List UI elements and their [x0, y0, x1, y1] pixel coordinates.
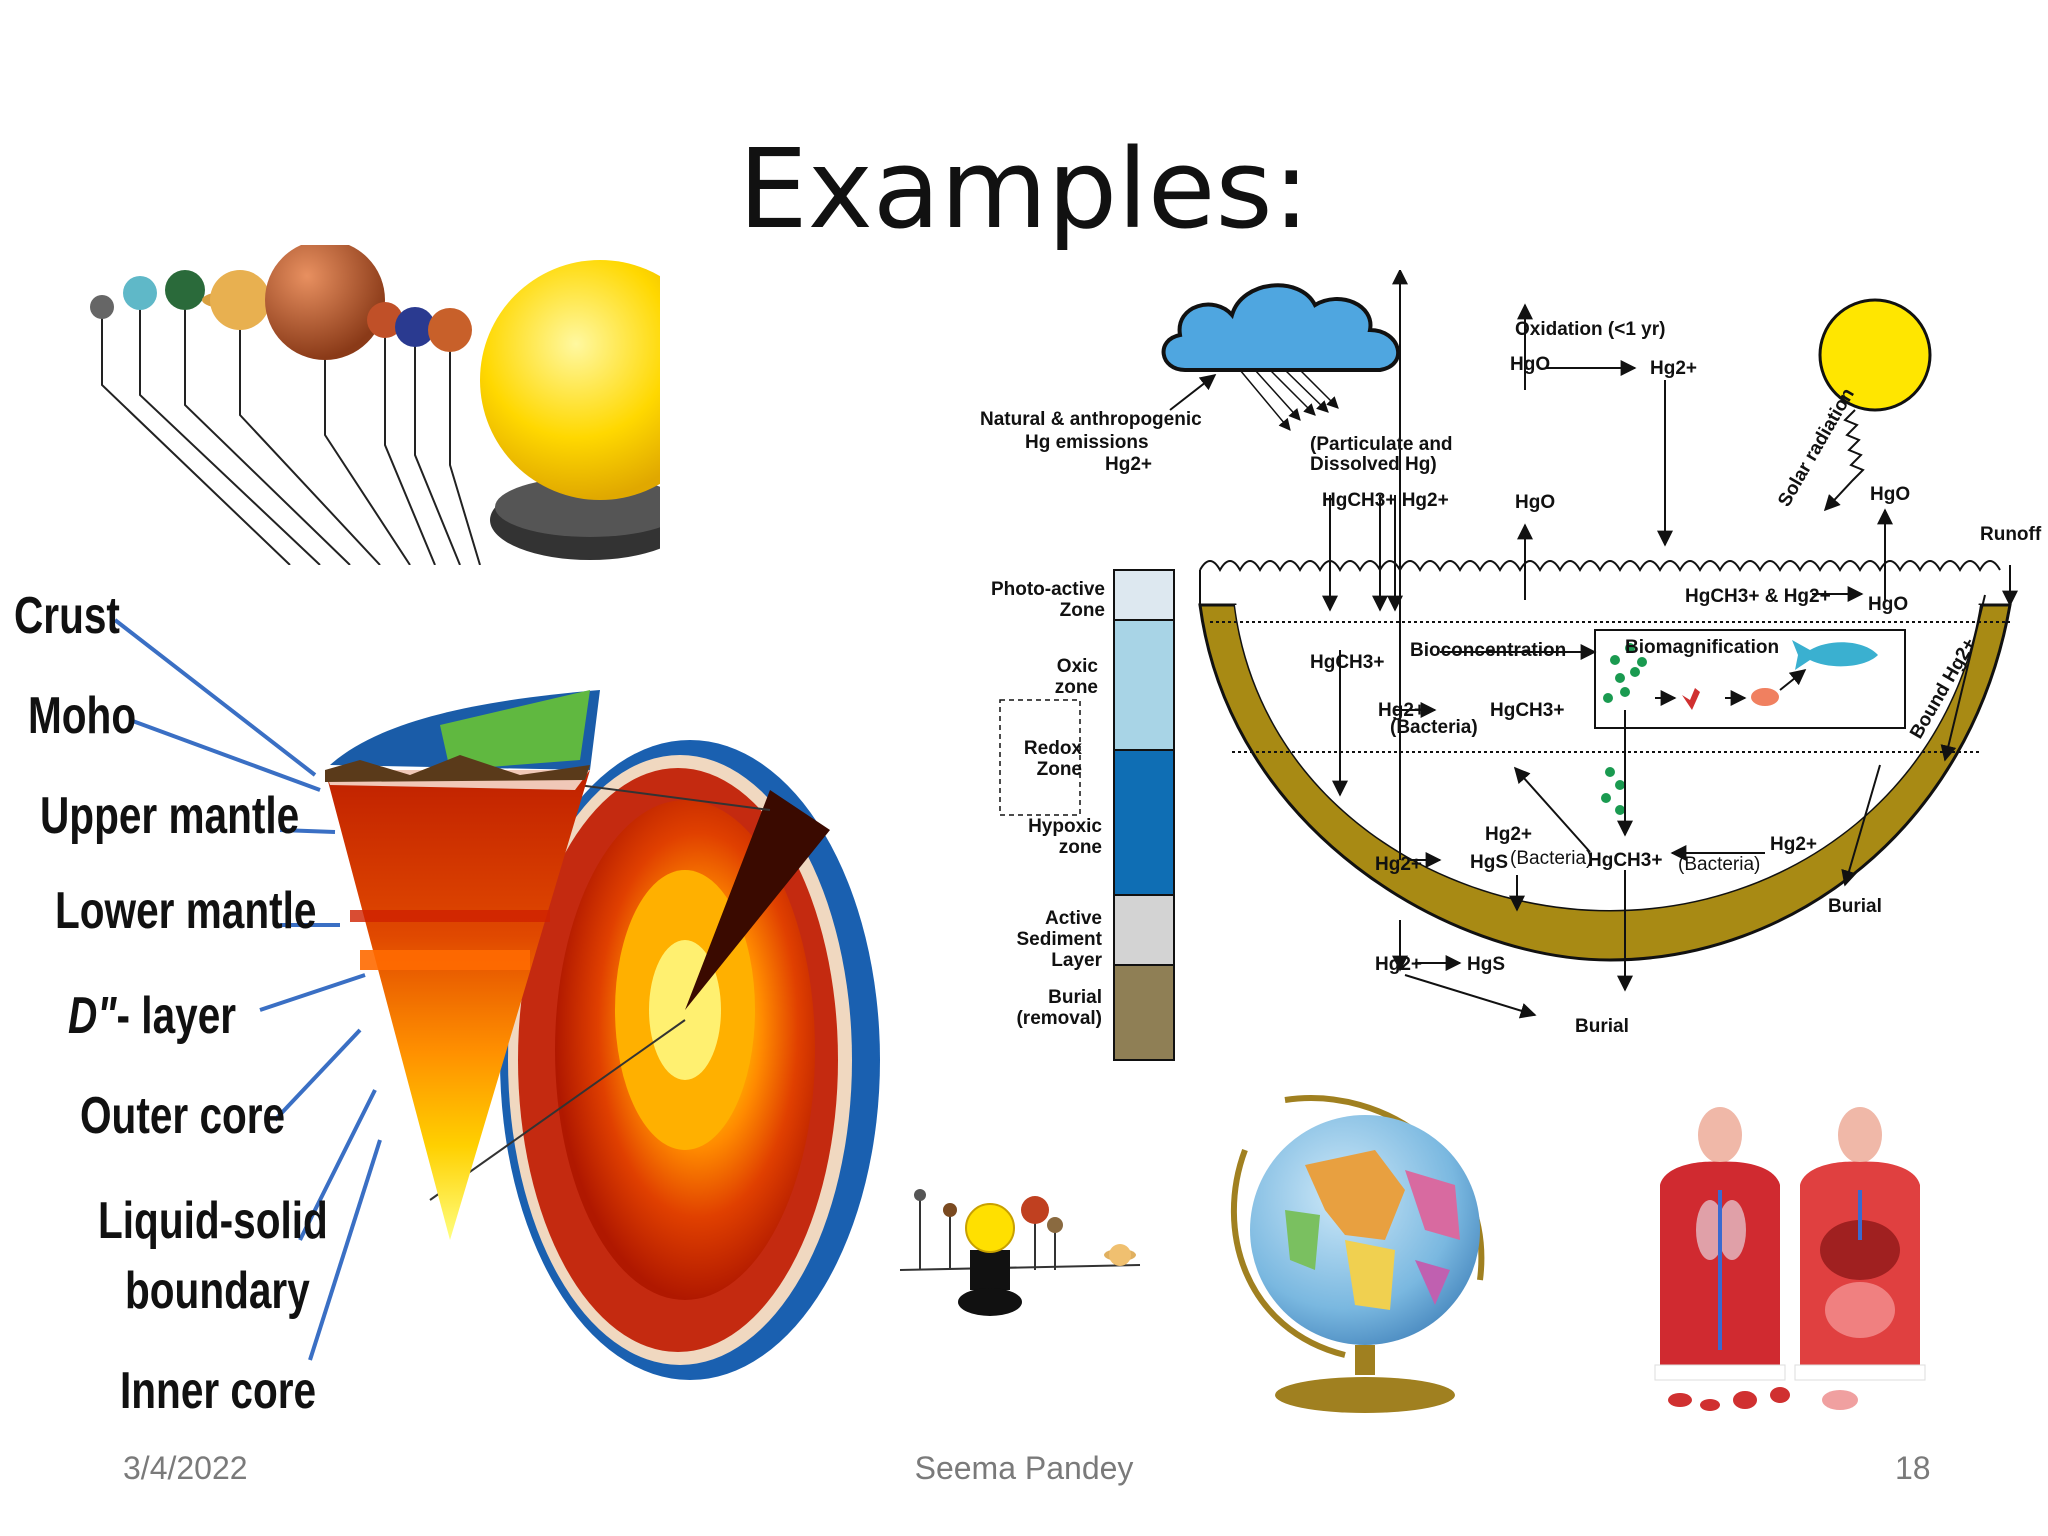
- zone-label-burial-1: Burial: [1048, 987, 1102, 1008]
- bacteria-3: (Bacteria): [1678, 854, 1760, 875]
- slide-author: Seema Pandey: [914, 1450, 1134, 1486]
- d-symbol: D": [68, 987, 117, 1045]
- zone-hypoxic: [1113, 749, 1175, 896]
- zone-label-photo-2: Zone: [1060, 600, 1105, 621]
- earth-label-lines: [113, 618, 382, 1361]
- earth-label-d-layer: D"- layer: [68, 990, 236, 1042]
- earth-interior-cutaway-icon: [325, 690, 880, 1380]
- solar-system-model-icon: [80, 245, 660, 565]
- hgo-top: HgO: [1510, 354, 1550, 375]
- zooplankton-icon: [1682, 688, 1700, 710]
- hgo-surface: HgO: [1868, 594, 1908, 615]
- zone-label-oxic-1: Oxic: [1057, 656, 1099, 677]
- burial-right: Burial: [1828, 896, 1882, 917]
- orrery-model-icon: [899, 1189, 1141, 1316]
- earth-label-moho: Moho: [28, 687, 137, 745]
- human-torso-model-icon: [1654, 1107, 1926, 1411]
- deposition-label-2: Dissolved Hg): [1310, 454, 1437, 475]
- plankton-dots: [1601, 643, 1647, 815]
- zone-label-oxic-2: zone: [1055, 677, 1098, 698]
- zone-photo-active: [1113, 569, 1175, 621]
- hgch3-bottom: HgCH3+: [1588, 850, 1662, 871]
- deposition-label-1: (Particulate and: [1310, 434, 1453, 455]
- zone-label-active-3: Layer: [1051, 950, 1102, 971]
- d-layer-text: - layer: [116, 987, 237, 1045]
- hgch3-hg2-label: HgCH3+ & Hg2+: [1685, 586, 1831, 607]
- zone-label-hypoxic-2: zone: [1059, 837, 1102, 858]
- runoff-label: Runoff: [1980, 524, 2042, 545]
- hgch3-left: HgCH3+: [1310, 652, 1384, 673]
- hg2-small: Hg2+: [1485, 824, 1532, 845]
- hgs-1: HgS: [1470, 852, 1508, 873]
- zone-oxic: [1113, 619, 1175, 751]
- earth-label-upper-mantle: Upper mantle: [40, 787, 300, 845]
- solar-radiation-label: Solar radiation: [1774, 385, 1859, 511]
- slide-title: Examples:: [738, 125, 1310, 253]
- zone-label-photo-1: Photo-active: [991, 579, 1105, 600]
- fish-icon: [1792, 640, 1878, 670]
- hg2-right: Hg2+: [1770, 834, 1817, 855]
- mercury-cycle-diagram: Photo-active Zone Oxic zone Redox Zone H…: [980, 270, 2042, 1061]
- zone-label-active-2: Sediment: [1016, 929, 1102, 950]
- earth-label-boundary: boundary: [125, 1262, 310, 1320]
- sun-icon: [1818, 298, 1932, 412]
- hgo-mid: HgO: [1515, 492, 1555, 513]
- zone-label-active-1: Active: [1045, 908, 1102, 929]
- cloud-icon: [1161, 283, 1401, 372]
- slide-date: 3/4/2022: [123, 1450, 248, 1486]
- hg2-lower: Hg2+: [1375, 954, 1422, 975]
- world-globe-icon: [1230, 1095, 1485, 1413]
- zone-active-sediment: [1113, 894, 1175, 966]
- emission-label-2: Hg emissions: [1025, 432, 1149, 453]
- earth-label-inner-core: Inner core: [120, 1362, 317, 1420]
- emission-label-1: Natural & anthropogenic: [980, 409, 1202, 430]
- burial-bottom: Burial: [1575, 1016, 1629, 1037]
- slide-page-number: 18: [1895, 1450, 1931, 1486]
- oxidation-label: Oxidation (<1 yr): [1515, 319, 1665, 340]
- earth-label-crust: Crust: [14, 587, 120, 645]
- zone-label-burial-2: (removal): [1016, 1008, 1102, 1029]
- zone-label-redox-1: Redox: [1024, 738, 1083, 759]
- small-fish-icon: [1751, 688, 1779, 706]
- bacteria-1: (Bacteria): [1390, 717, 1478, 738]
- earth-label-outer-core: Outer core: [80, 1087, 286, 1145]
- hgch3-deposit: HgCH3+ Hg2+: [1322, 490, 1449, 511]
- hgch3-center: HgCH3+: [1490, 700, 1564, 721]
- earth-label-lower-mantle: Lower mantle: [55, 882, 317, 940]
- zone-label-redox-2: Zone: [1037, 759, 1082, 780]
- water-surface: [1199, 560, 2001, 573]
- hgs-2: HgS: [1467, 954, 1505, 975]
- zone-burial: [1113, 964, 1175, 1061]
- bioconcentration-label: Bioconcentration: [1410, 640, 1566, 661]
- bacteria-2: (Bacteria): [1510, 848, 1592, 869]
- hg2-bacteria: Hg2+: [1378, 700, 1425, 721]
- biomagnification-label: Biomagnification: [1625, 637, 1779, 658]
- hg2-top: Hg2+: [1650, 358, 1697, 379]
- emission-species: Hg2+: [1105, 454, 1152, 475]
- hg2-sediment-left: Hg2+: [1375, 854, 1422, 875]
- zone-label-hypoxic-1: Hypoxic: [1028, 816, 1102, 837]
- hgo-right: HgO: [1870, 484, 1910, 505]
- earth-label-liquid-solid: Liquid-solid: [98, 1192, 328, 1250]
